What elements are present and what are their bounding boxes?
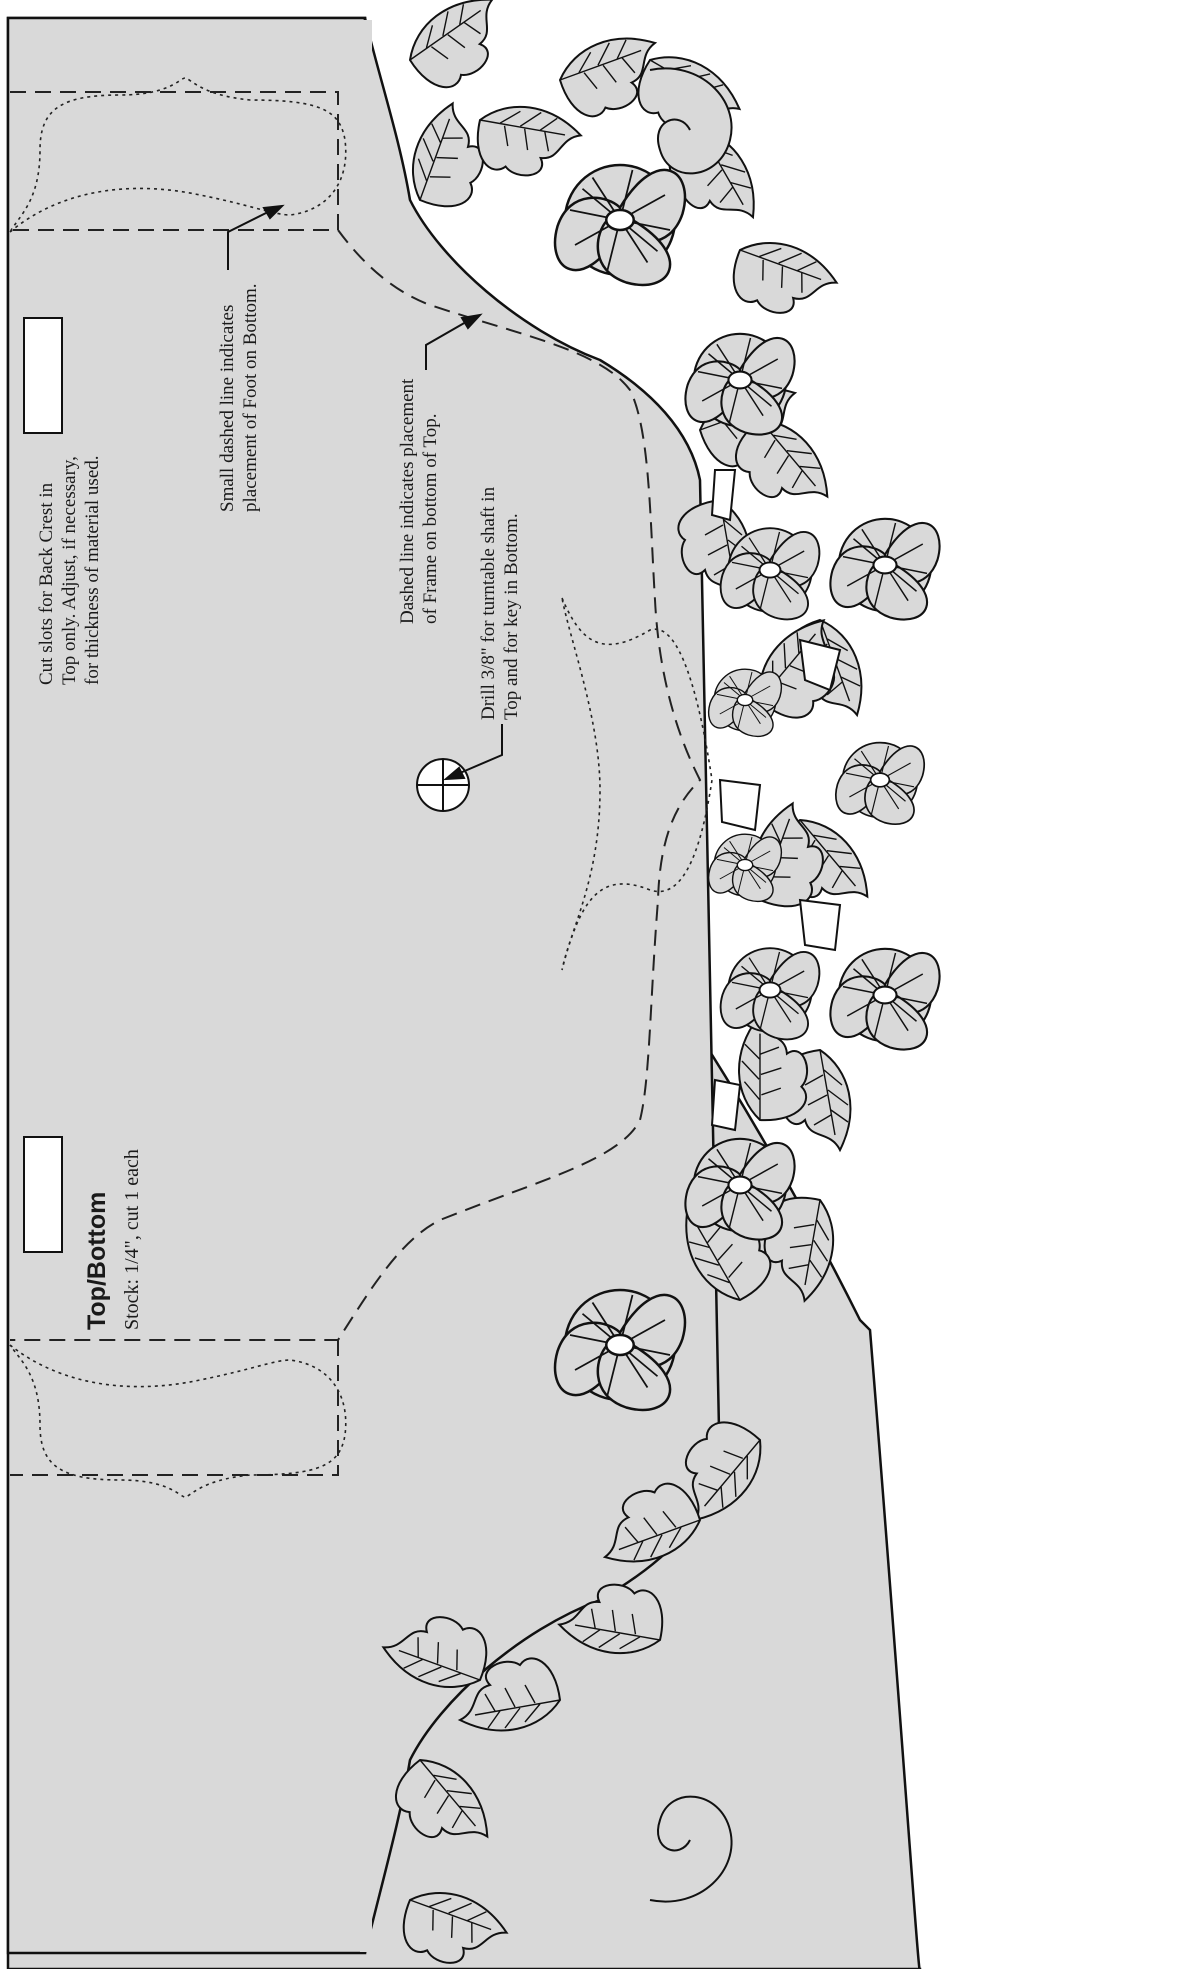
drill-note-line-2: Top and for key in Bottom. (501, 513, 522, 720)
foot-note-line-1: Small dashed line indicates (217, 305, 238, 512)
frame-note-line-1: Dashed line indicates placement (397, 378, 418, 624)
foot-leader-arrow (227, 204, 285, 270)
board-left-panel (6, 16, 367, 1955)
slot-top (23, 317, 63, 434)
part-title: Top/Bottom (83, 1192, 111, 1330)
stock-text: Stock: 1/4", cut 1 each (121, 1149, 143, 1330)
slots-note-line-2: Top only. Adjust, if necessary, (59, 456, 80, 685)
frame-dashed-line (10, 91, 702, 1476)
foot-note-line-2: placement of Foot on Bottom. (240, 283, 261, 512)
frame-leader-arrow (425, 313, 483, 370)
frame-note-line-2: of Frame on bottom of Top. (420, 414, 441, 624)
drill-hole-icon (416, 758, 470, 812)
drill-note-line-1: Drill 3/8" for turntable shaft in (478, 486, 499, 720)
slots-note: Cut slots for Back Crest in Top only. Ad… (36, 455, 103, 685)
title-block: Top/Bottom Stock: 1/4", cut 1 each (83, 1149, 143, 1330)
slot-bottom (23, 1136, 63, 1253)
drill-note: Drill 3/8" for turntable shaft in Top an… (478, 486, 522, 720)
foot-note: Small dashed line indicates placement of… (217, 283, 261, 512)
slots-note-line-1: Cut slots for Back Crest in (36, 482, 57, 685)
slots-note-line-3: for thickness of material used. (82, 455, 103, 685)
drill-leader-arrow (443, 724, 503, 781)
floral-fretwork (377, 0, 941, 1974)
frame-note: Dashed line indicates placement of Frame… (397, 378, 441, 624)
